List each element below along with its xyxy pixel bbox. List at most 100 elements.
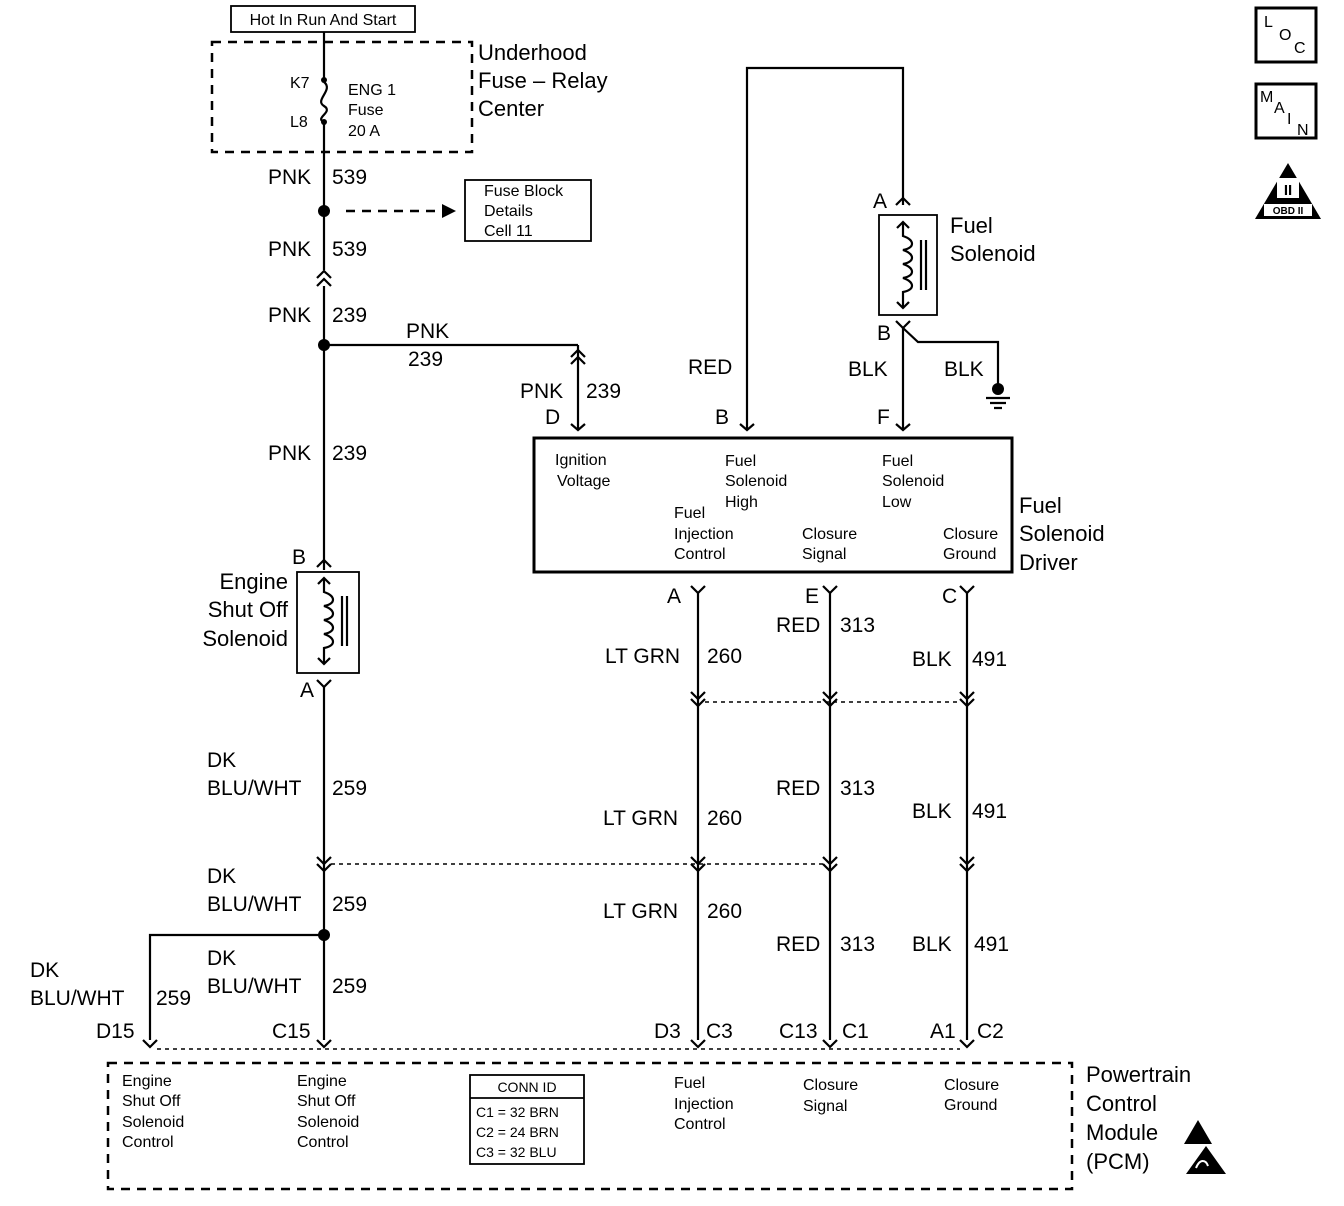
driver-closure-signal-1: Closure xyxy=(802,526,857,543)
eso-name-2: Shut Off xyxy=(208,597,289,622)
wire-260-a: 260 xyxy=(707,645,742,668)
eso-pin-a: A xyxy=(300,679,314,702)
svg-text:L: L xyxy=(1264,14,1273,31)
pcm-injection-1: Fuel xyxy=(674,1075,705,1092)
wire-539-b: 539 xyxy=(332,238,367,261)
driver-name-3: Driver xyxy=(1019,550,1078,575)
driver-name-2: Solenoid xyxy=(1019,521,1105,546)
pcm-pin-d3: D3 xyxy=(654,1020,681,1043)
pcm-eso1-1: Engine xyxy=(122,1073,172,1090)
driver-ignition-2: Voltage xyxy=(557,473,610,490)
wire-red-fuel-high: RED xyxy=(688,356,732,379)
fuse-center-label-1: Underhood xyxy=(478,40,587,65)
wire-pnk-539-a: PNK xyxy=(268,166,311,189)
driver-high-1: Fuel xyxy=(725,453,756,470)
inline-connector-icon xyxy=(316,269,332,287)
wire-491-c: 491 xyxy=(974,933,1009,956)
pcm-pin-d15: D15 xyxy=(96,1020,135,1043)
pcm-pin-c2: C2 xyxy=(977,1020,1004,1043)
wire-pnk-239-b: PNK xyxy=(268,442,311,465)
wire-260-b: 260 xyxy=(707,807,742,830)
wire-ltgrn-260-c: LT GRN xyxy=(603,900,678,923)
wire-260-c: 260 xyxy=(707,900,742,923)
wire-bluwht-259-a: BLU/WHT xyxy=(207,777,302,800)
wire-239-b: 239 xyxy=(332,442,367,465)
eso-name-3: Solenoid xyxy=(202,626,288,651)
main-icon[interactable]: M A I N xyxy=(1254,82,1318,140)
wire-dk-259-b: DK xyxy=(207,865,236,888)
conn-id-box xyxy=(469,1074,585,1165)
svg-text:OBD II: OBD II xyxy=(1273,206,1304,217)
fuse-name-1: ENG 1 xyxy=(348,82,396,99)
wire-dk-259-a: DK xyxy=(207,749,236,772)
fuse-block-details-box xyxy=(464,179,592,242)
pcm-eso1-3: Solenoid xyxy=(122,1114,184,1131)
driver-high-2: Solenoid xyxy=(725,473,787,490)
conn-id-row-1: C1 = 32 BRN xyxy=(476,1104,559,1120)
svg-text:II: II xyxy=(1284,182,1292,199)
driver-injection-1: Fuel xyxy=(674,505,705,522)
wire-491-a: 491 xyxy=(972,648,1007,671)
fuel-solenoid-driver-box xyxy=(532,436,1014,574)
fuel-solenoid-name-1: Fuel xyxy=(950,213,993,238)
loc-icon[interactable]: L O C xyxy=(1254,6,1318,64)
wire-dk-259-c: DK xyxy=(207,947,236,970)
driver-pin-b: B xyxy=(715,406,729,429)
wire-pnk-239-a: PNK xyxy=(268,304,311,327)
fuse-block-ref-3: Cell 11 xyxy=(484,223,533,240)
fuse-term-l8: L8 xyxy=(290,114,308,131)
wire-blk-ground: BLK xyxy=(944,358,984,381)
pcm-injection-2: Injection xyxy=(674,1096,734,1113)
pcm-name-1: Powertrain xyxy=(1086,1062,1191,1087)
pcm-box xyxy=(106,1061,1074,1191)
wire-dk-259-d: DK xyxy=(30,959,59,982)
driver-closure-signal-2: Signal xyxy=(802,546,846,563)
hot-in-run-start-label: Hot In Run And Start xyxy=(250,12,397,29)
fuse-center-label-3: Center xyxy=(478,96,544,121)
driver-low-1: Fuel xyxy=(882,453,913,470)
underhood-fuse-relay-center xyxy=(210,40,474,154)
wire-239-a: 239 xyxy=(332,304,367,327)
svg-text:I: I xyxy=(1287,111,1291,128)
fuel-solenoid-pin-a: A xyxy=(873,190,887,213)
pcm-eso1-2: Shut Off xyxy=(122,1093,181,1110)
driver-name-1: Fuel xyxy=(1019,493,1062,518)
pcm-name-4: (PCM) xyxy=(1086,1149,1150,1174)
pcm-eso1-4: Control xyxy=(122,1134,174,1151)
wire-259-b: 259 xyxy=(332,893,367,916)
wire-539-a: 539 xyxy=(332,166,367,189)
pcm-closure-ground-1: Closure xyxy=(944,1077,999,1094)
wire-bluwht-259-d: BLU/WHT xyxy=(30,987,125,1010)
obd-ii-icon[interactable]: II OBD II xyxy=(1255,163,1321,219)
wire-313-a: 313 xyxy=(840,614,875,637)
driver-high-3: High xyxy=(725,494,758,511)
pcm-injection-3: Control xyxy=(674,1116,726,1133)
pcm-eso2-4: Control xyxy=(297,1134,349,1151)
pcm-eso2-3: Solenoid xyxy=(297,1114,359,1131)
wire-259-d: 259 xyxy=(156,987,191,1010)
pcm-pin-c3: C3 xyxy=(706,1020,733,1043)
driver-low-3: Low xyxy=(882,494,912,511)
fuse-center-label-2: Fuse – Relay xyxy=(478,68,608,93)
driver-closure-ground-1: Closure xyxy=(943,526,998,543)
wire-313-b: 313 xyxy=(840,777,875,800)
driver-injection-3: Control xyxy=(674,546,726,563)
wire-red-313-b: RED xyxy=(776,777,820,800)
driver-pin-a: A xyxy=(667,585,681,608)
wire-259-c: 259 xyxy=(332,975,367,998)
eso-pin-b: B xyxy=(292,546,306,569)
fuse-name-2: Fuse xyxy=(348,102,384,119)
pcm-pin-c15: C15 xyxy=(272,1020,311,1043)
driver-pin-f: F xyxy=(877,406,890,429)
wire-pnk-539-b: PNK xyxy=(268,238,311,261)
fuse-name-3: 20 A xyxy=(348,123,380,140)
wire-pnk-239-d: PNK xyxy=(520,380,563,403)
svg-text:M: M xyxy=(1260,89,1273,106)
svg-text:O: O xyxy=(1279,27,1291,44)
driver-pin-d: D xyxy=(545,406,560,429)
wire-red-313-a: RED xyxy=(776,614,820,637)
fuel-solenoid-pin-b: B xyxy=(877,322,891,345)
wire-313-c: 313 xyxy=(840,933,875,956)
wire-bluwht-259-c: BLU/WHT xyxy=(207,975,302,998)
fuse-icon xyxy=(320,81,328,124)
